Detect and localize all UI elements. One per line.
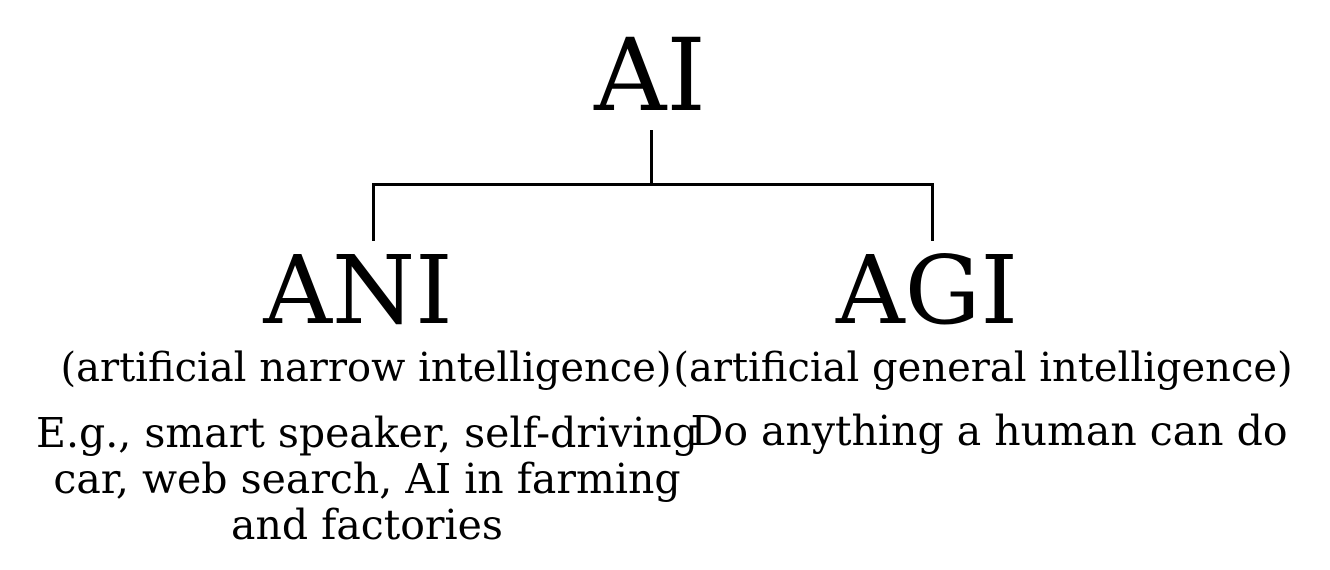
node-ani-description-line-3: and factories bbox=[231, 500, 503, 549]
connector-stem bbox=[650, 130, 653, 184]
connector-drop-left bbox=[372, 183, 375, 241]
node-ani-subtitle: (artificial narrow intelligence) bbox=[60, 345, 672, 391]
node-ai: AI bbox=[594, 17, 706, 134]
node-ani: ANI bbox=[263, 236, 453, 346]
node-ani-description-line-1: E.g., smart speaker, self-driving bbox=[36, 409, 698, 457]
connector-drop-right bbox=[931, 183, 934, 241]
node-agi-subtitle: (artificial general intelligence) bbox=[673, 345, 1293, 391]
connector-horizontal-rail bbox=[372, 183, 934, 186]
node-agi-description-line-1: Do anything a human can do bbox=[690, 407, 1288, 455]
node-agi-description: Do anything a human can do bbox=[690, 407, 1288, 455]
node-ani-description-line-2: car, web search, AI in farming bbox=[53, 454, 681, 503]
node-ani-description: E.g., smart speaker, self-driving car, w… bbox=[36, 409, 698, 549]
node-agi: AGI bbox=[835, 236, 1019, 346]
